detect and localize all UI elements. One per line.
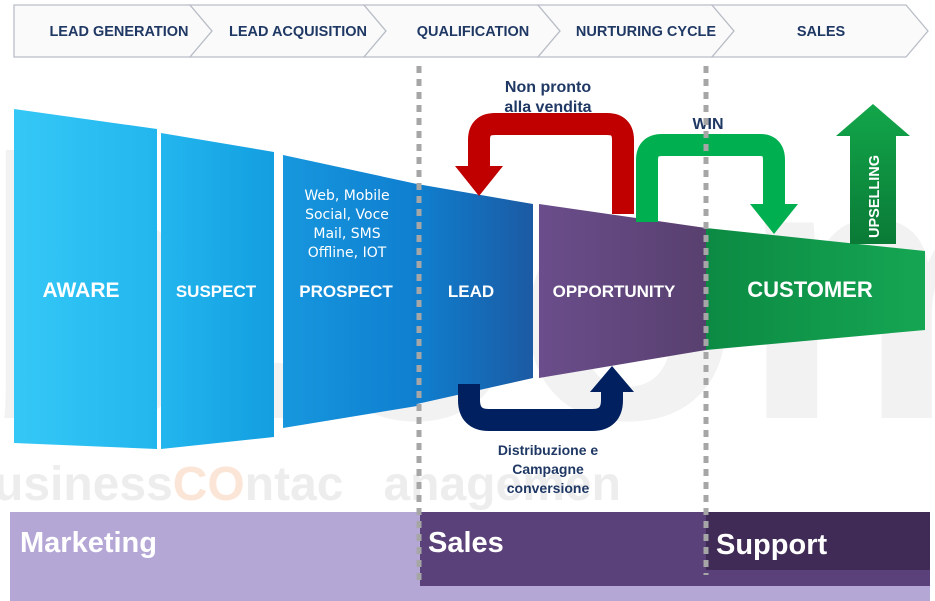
stage-label-opportunity: OPPORTUNITY <box>553 282 676 301</box>
department-label-support: Support <box>716 529 827 561</box>
stage-opportunity <box>539 204 706 378</box>
watermark-text-d: anagemen <box>383 458 620 511</box>
stage-label-suspect: SUSPECT <box>176 282 257 301</box>
distribution-arrow <box>458 366 634 431</box>
department-bands <box>10 512 930 601</box>
stage-label-lead: LEAD <box>448 282 494 301</box>
channels-list: Web, Mobile Social, Voce Mail, SMS Offli… <box>304 188 389 261</box>
not-ready-arrow <box>455 113 634 214</box>
stage-label-prospect: PROSPECT <box>299 282 393 301</box>
channel-line: Mail, SMS <box>313 226 380 242</box>
channel-line: Web, Mobile <box>304 188 389 204</box>
stage-customer <box>706 228 925 350</box>
stage-label-customer: CUSTOMER <box>747 277 873 302</box>
win-arrow <box>636 134 798 234</box>
department-label-sales: Sales <box>428 527 504 559</box>
support-band <box>706 512 930 570</box>
upselling-label: UPSELLING <box>867 155 883 238</box>
stage-prospect <box>283 155 417 428</box>
not-ready-label-line1: Non pronto <box>505 79 591 96</box>
stage-aware <box>14 109 157 449</box>
phase-label-lead-acquisition: LEAD ACQUISITION <box>229 24 367 40</box>
phase-chevrons: LEAD GENERATION LEAD ACQUISITION QUALIFI… <box>13 4 929 58</box>
department-label-marketing: Marketing <box>20 527 157 559</box>
channel-line: Social, Voce <box>305 207 389 223</box>
phase-label-nurturing-cycle: NURTURING CYCLE <box>576 24 716 40</box>
funnel <box>14 109 925 449</box>
phase-label-qualification: QUALIFICATION <box>417 24 530 40</box>
watermark-text-c: ntac <box>245 458 344 511</box>
watermark-text-b: CO <box>173 458 245 511</box>
upselling-arrow <box>836 104 910 244</box>
distribution-label-line1: Distribuzione e <box>498 442 599 458</box>
distribution-label-line2: Campagne <box>512 461 584 477</box>
stage-lead <box>417 184 533 404</box>
not-ready-label-line2: alla vendita <box>504 99 591 116</box>
phase-label-lead-generation: LEAD GENERATION <box>49 24 188 40</box>
distribution-label-line3: conversione <box>507 480 590 496</box>
watermark-text-a: usiness <box>0 458 173 511</box>
stage-suspect <box>161 133 274 449</box>
phase-chevron-sales <box>710 4 929 58</box>
stage-label-aware: AWARE <box>42 279 119 302</box>
channel-line: Offline, IOT <box>308 245 387 261</box>
phase-label-sales: SALES <box>797 24 846 40</box>
